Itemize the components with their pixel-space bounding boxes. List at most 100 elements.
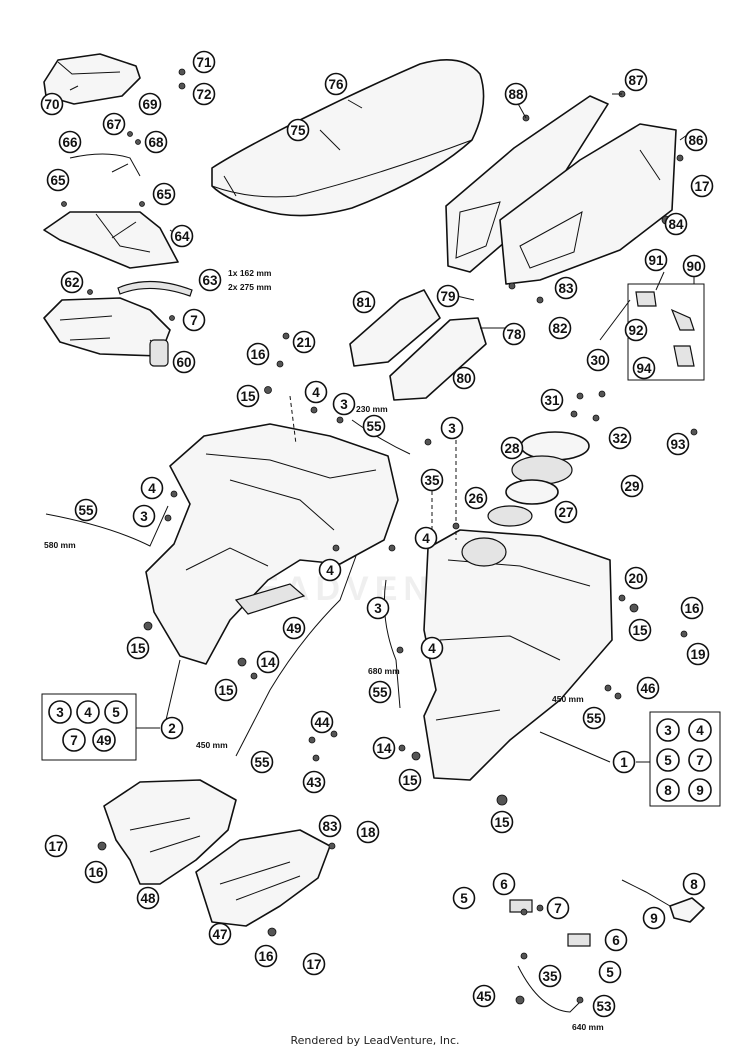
callout-67-circle	[102, 112, 126, 136]
part-headlight-60	[43, 297, 171, 357]
callout-7-circle	[546, 896, 570, 920]
callout-79-label: 79	[440, 289, 455, 304]
callout-82-label: 82	[552, 321, 567, 336]
callout-15-label: 15	[240, 389, 256, 404]
callout-29: 29	[620, 474, 644, 498]
callout-86-label: 86	[688, 133, 704, 148]
kit-callout-9-label: 9	[696, 783, 704, 798]
callout-15-label: 15	[130, 641, 146, 656]
callout-17-circle	[302, 952, 326, 976]
callout-15: 15	[398, 768, 422, 792]
callout-75-label: 75	[290, 123, 306, 138]
callout-80-circle	[452, 366, 476, 390]
hose-55-450-left	[235, 555, 357, 757]
callout-3-circle	[366, 596, 390, 620]
callout-16: 16	[246, 342, 270, 366]
part-cable-66	[69, 153, 141, 177]
callout-14-circle	[372, 736, 396, 760]
callout-1-circle	[612, 750, 636, 774]
kit-callout-49-label: 49	[96, 733, 111, 748]
callout-14-label: 14	[376, 741, 392, 756]
callout-17-label: 17	[306, 957, 321, 972]
callout-72: 72	[192, 82, 216, 106]
callout-65-label: 65	[156, 187, 172, 202]
callout-60-label: 60	[176, 355, 191, 370]
callout-64-label: 64	[174, 229, 190, 244]
callout-72-circle	[192, 82, 216, 106]
callout-15-circle	[628, 618, 652, 642]
callout-3-label: 3	[448, 421, 456, 436]
callout-5-circle	[598, 960, 622, 984]
callout-88-label: 88	[508, 87, 524, 102]
callout-20-circle	[624, 566, 648, 590]
callout-16: 16	[84, 860, 108, 884]
callout-6: 6	[492, 872, 516, 896]
kit-callout-4: 4	[76, 700, 100, 724]
callout-82-circle	[548, 316, 572, 340]
callout-88-circle	[504, 82, 528, 106]
callout-68-circle	[144, 130, 168, 154]
callout-65-circle	[152, 182, 176, 206]
callout-44-circle	[310, 710, 334, 734]
callout-70: 70	[40, 92, 64, 116]
callout-46: 46	[636, 676, 660, 700]
callout-15: 15	[214, 678, 238, 702]
callout-17: 17	[302, 952, 326, 976]
callout-16-circle	[246, 342, 270, 366]
callout-71-label: 71	[196, 55, 212, 70]
callout-15-label: 15	[494, 815, 510, 830]
kit-callout-8-label: 8	[664, 783, 672, 798]
callout-27-circle	[554, 500, 578, 524]
part-ring-28	[511, 455, 573, 485]
callout-49-circle	[282, 616, 306, 640]
callout-53-circle	[592, 994, 616, 1018]
kit-callout-5-circle	[656, 748, 680, 772]
callout-69-label: 69	[142, 97, 157, 112]
callout-47-label: 47	[212, 927, 227, 942]
callout-29-label: 29	[624, 479, 639, 494]
callout-55: 55	[250, 750, 274, 774]
callout-48-circle	[136, 886, 160, 910]
callout-4-label: 4	[422, 531, 430, 546]
kit-callout-4-circle	[688, 718, 712, 742]
kit-callout-5-circle	[104, 700, 128, 724]
dimension-label: 450 mm	[196, 740, 228, 750]
callout-17-label: 17	[694, 179, 709, 194]
callout-31-label: 31	[544, 393, 560, 408]
kit-callout-3: 3	[656, 718, 680, 742]
callout-60: 60	[172, 350, 196, 374]
part-strap-63	[117, 280, 193, 297]
callout-28-circle	[500, 436, 524, 460]
kit-callout-4-label: 4	[696, 723, 704, 738]
callout-16: 16	[254, 944, 278, 968]
callout-84-label: 84	[668, 217, 684, 232]
part-ring-26	[487, 505, 533, 527]
callout-3: 3	[132, 504, 156, 528]
callout-28: 28	[500, 436, 524, 460]
callout-93-label: 93	[670, 437, 686, 452]
callout-7: 7	[182, 308, 206, 332]
kit-callout-7: 7	[688, 748, 712, 772]
callout-83-label: 83	[322, 819, 338, 834]
kit-callout-3-label: 3	[664, 723, 672, 738]
part-cap-27	[505, 479, 559, 505]
kit-callout-9-circle	[688, 778, 712, 802]
callout-4-circle	[420, 636, 444, 660]
callout-4: 4	[420, 636, 444, 660]
callout-67-label: 67	[106, 117, 121, 132]
callout-26-circle	[464, 486, 488, 510]
kit-callout-49-circle	[92, 728, 116, 752]
callout-92: 92	[624, 318, 648, 342]
hose-55-230	[351, 419, 411, 455]
callout-15-circle	[236, 384, 260, 408]
callout-55-circle	[74, 498, 98, 522]
hose-55-580	[45, 505, 169, 547]
callout-5-circle	[452, 886, 476, 910]
callout-83-label: 83	[558, 281, 574, 296]
callout-55-circle	[582, 706, 606, 730]
dimension-label: 680 mm	[368, 666, 400, 676]
callout-83: 83	[554, 276, 578, 300]
callout-15: 15	[490, 810, 514, 834]
callout-62-circle	[60, 270, 84, 294]
kit-callout-4-label: 4	[84, 705, 92, 720]
